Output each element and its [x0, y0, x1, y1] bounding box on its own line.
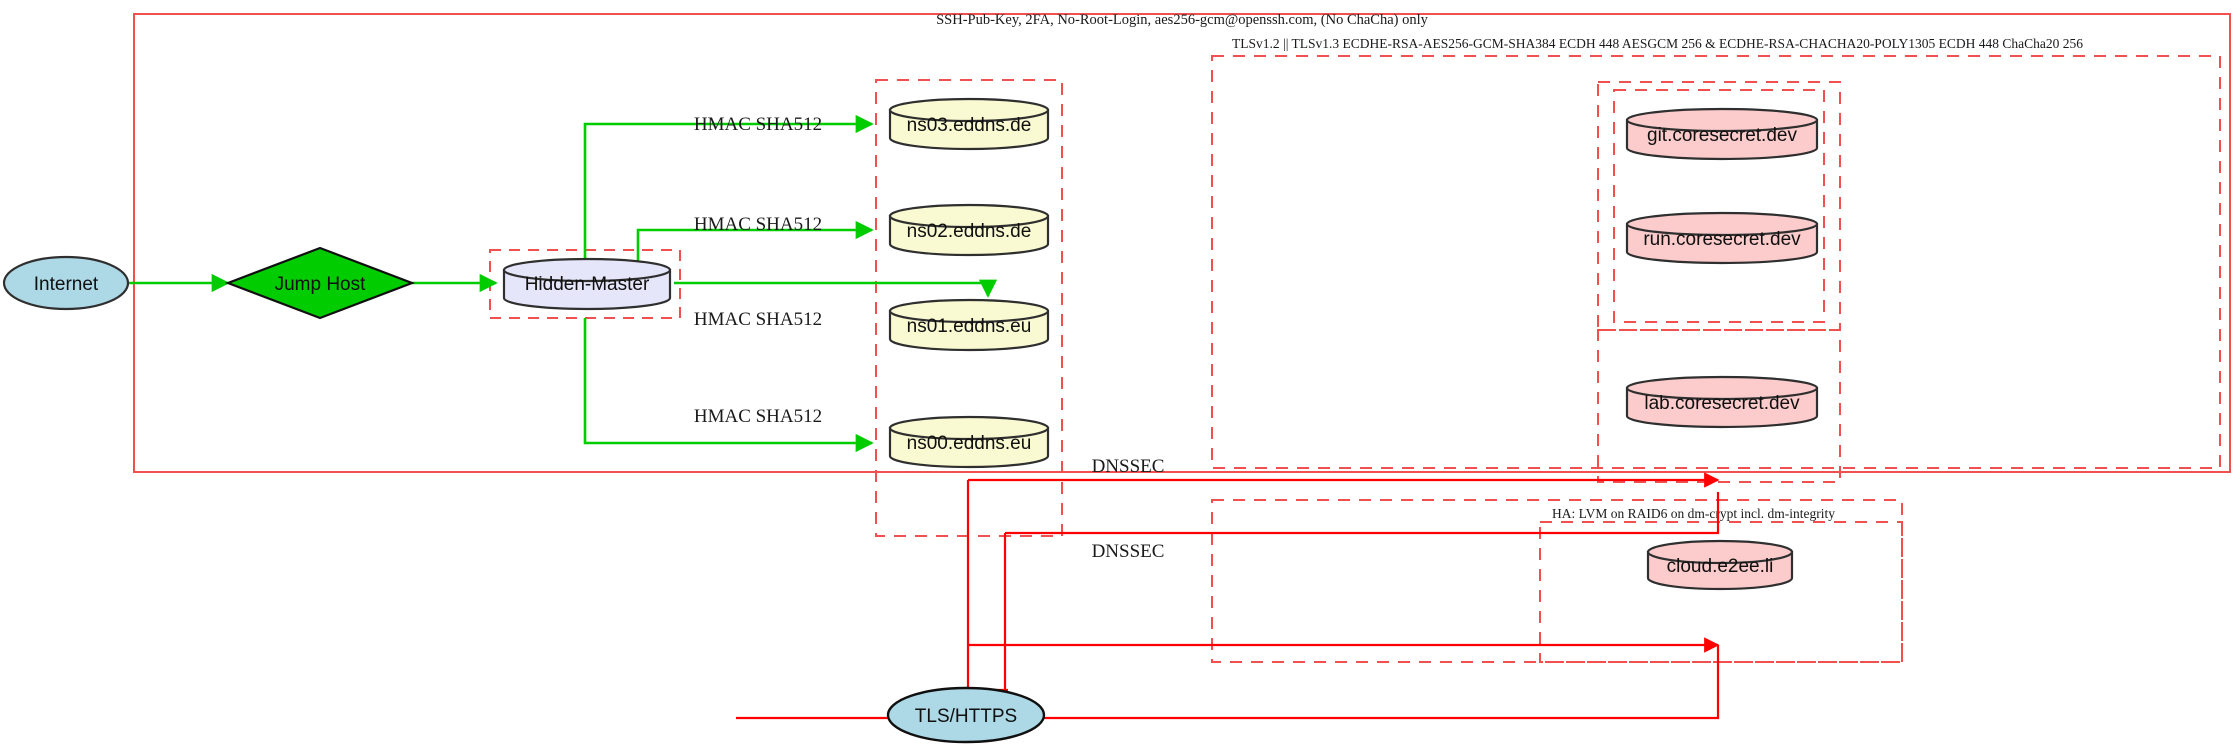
cloud-top — [1646, 539, 1794, 565]
ns02-label: ns02.eddns.de — [907, 221, 1032, 242]
node-internet[interactable]: Internet — [2, 255, 130, 311]
edge-label-group: HMAC SHA512 HMAC SHA512 HMAC SHA512 HMAC… — [694, 114, 1165, 562]
run-label: run.coresecret.dev — [1643, 229, 1801, 250]
ns01-top — [888, 298, 1050, 324]
node-ns00[interactable]: ns00.eddns.eu — [888, 415, 1050, 469]
ha-inner-border — [1539, 521, 1903, 663]
ns01-label: ns01.eddns.eu — [907, 316, 1032, 337]
edge-hiddenmaster-to-ns02 — [636, 220, 874, 266]
tls-cluster: TLSv1.2 || TLSv1.3 ECDHE-RSA-AES256-GCM-… — [1211, 36, 2221, 469]
node-run-coresecret[interactable]: run.coresecret.dev — [1625, 211, 1819, 265]
lab-top — [1625, 375, 1819, 401]
ssh-cluster-label: SSH-Pub-Key, 2FA, No-Root-Login, aes256-… — [936, 12, 1429, 28]
jump-host-diamond — [224, 246, 416, 320]
git-label: git.coresecret.dev — [1647, 125, 1797, 146]
edge-hiddenmaster-to-ns01 — [674, 279, 998, 298]
edge-label-hmac-ns02: HMAC SHA512 — [694, 214, 822, 235]
ns00-top — [888, 415, 1050, 441]
node-ns03[interactable]: ns03.eddns.de — [888, 97, 1050, 151]
hidden-master-label: Hidden-Master — [525, 274, 650, 295]
green-edges — [90, 114, 998, 453]
tls-cluster-label: TLSv1.2 || TLSv1.3 ECDHE-RSA-AES256-GCM-… — [1232, 36, 2083, 51]
node-ns02[interactable]: ns02.eddns.de — [888, 203, 1050, 257]
coresecret-outer-border — [1597, 81, 1841, 331]
edge-label-hmac-ns01: HMAC SHA512 — [694, 309, 822, 330]
node-lab-coresecret[interactable]: lab.coresecret.dev — [1625, 375, 1819, 429]
node-git-coresecret[interactable]: git.coresecret.dev — [1625, 107, 1819, 161]
ns03-label: ns03.eddns.de — [907, 115, 1032, 136]
edge-hiddenmaster-to-ns00 — [583, 318, 874, 453]
edge-label-dnssec-upper: DNSSEC — [1092, 456, 1165, 477]
edge-cloud-feed — [1005, 492, 1720, 535]
coresecret-inner-border — [1613, 89, 1825, 323]
ns00-label: ns00.eddns.eu — [907, 433, 1032, 454]
ns02-top — [888, 203, 1050, 229]
ns03-top — [888, 97, 1050, 123]
tls-https-label: TLS/HTTPS — [915, 706, 1017, 727]
tls-https-ellipse — [886, 686, 1046, 744]
ha-cluster: HA: LVM on RAID6 on dm-crypt incl. dm-in… — [1211, 499, 1903, 663]
node-jump-host[interactable]: Jump Host — [224, 246, 416, 320]
node-cloud-e2ee[interactable]: cloud.e2ee.li — [1646, 539, 1794, 591]
edge-label-hmac-ns03: HMAC SHA512 — [694, 114, 822, 135]
tls-cluster-border — [1211, 55, 2221, 469]
edge-label-dnssec-lower: DNSSEC — [1092, 541, 1165, 562]
hidden-master-top — [502, 257, 672, 283]
node-hidden-master[interactable]: Hidden-Master — [502, 257, 672, 311]
edge-tls-to-right — [1040, 645, 1720, 720]
cloud-label: cloud.e2ee.li — [1667, 556, 1774, 577]
lab-label: lab.coresecret.dev — [1644, 393, 1800, 414]
ssh-cluster-border — [133, 13, 2231, 473]
run-top — [1625, 211, 1819, 237]
internet-label: Internet — [34, 274, 99, 295]
ha-cluster-border — [1211, 499, 1903, 663]
git-top — [1625, 107, 1819, 133]
jump-host-label: Jump Host — [275, 274, 367, 295]
ssh-cluster: SSH-Pub-Key, 2FA, No-Root-Login, aes256-… — [133, 12, 2231, 473]
node-tls-https[interactable]: TLS/HTTPS — [886, 686, 1046, 744]
node-ns01[interactable]: ns01.eddns.eu — [888, 298, 1050, 352]
ha-cluster-label: HA: LVM on RAID6 on dm-crypt incl. dm-in… — [1552, 506, 1835, 521]
edge-label-hmac-ns00: HMAC SHA512 — [694, 406, 822, 427]
internet-ellipse — [2, 255, 130, 311]
edge-hiddenmaster-to-ns03 — [583, 114, 874, 266]
